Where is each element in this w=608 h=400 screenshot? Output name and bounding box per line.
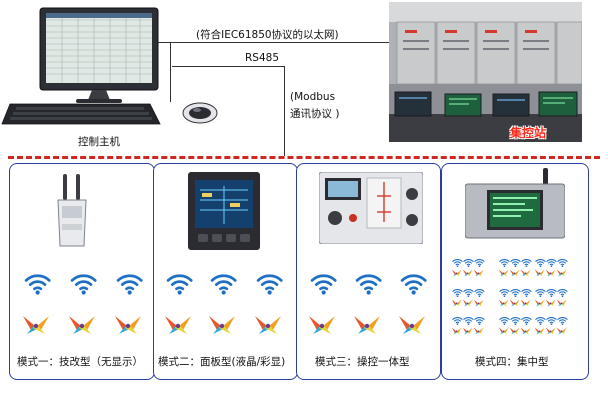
host-label: 控制主机 <box>78 136 120 148</box>
wireless-icon <box>463 252 474 267</box>
wireless-icon <box>210 272 237 295</box>
sensor-clip-icon <box>473 262 484 277</box>
wireless-icon <box>463 310 474 325</box>
rs485-drop-line <box>284 66 285 156</box>
sensor-clip-icon <box>556 262 567 277</box>
wireless-icon <box>463 282 474 297</box>
sensor-clip-icon <box>21 312 51 336</box>
wireless-icon <box>546 310 557 325</box>
rs485-line <box>172 66 284 67</box>
wireless-icon <box>452 282 463 297</box>
wireless-icon <box>474 282 485 297</box>
mode-1-label: 模式一：技改型（无显示） <box>17 356 143 368</box>
sensor-clip-icon <box>462 292 473 307</box>
sensor-clip-icon <box>545 292 556 307</box>
sensor-clip-icon <box>520 292 531 307</box>
wireless-icon <box>24 272 51 295</box>
sensor-clip-icon <box>520 262 531 277</box>
sensor-clip-icon <box>498 292 509 307</box>
sensor-clip-icon <box>307 312 337 336</box>
mode-panel-2 <box>153 163 298 380</box>
sensor-clip-icon <box>473 292 484 307</box>
wireless-icon <box>557 252 568 267</box>
sensor-clip-icon <box>509 320 520 335</box>
wireless-icon <box>116 272 143 295</box>
wireless-icon <box>521 310 532 325</box>
sensor-clip-icon <box>451 320 462 335</box>
bus-drop-line <box>170 42 171 102</box>
wireless-icon <box>474 252 485 267</box>
sensor-clip-icon <box>113 312 143 336</box>
wireless-icon <box>310 272 337 295</box>
sensor-clip-icon <box>163 312 193 336</box>
wireless-icon <box>400 272 427 295</box>
panel-display-icon <box>188 172 260 250</box>
wireless-icon <box>510 252 521 267</box>
wireless-icon <box>499 252 510 267</box>
sensor-clip-icon <box>352 312 382 336</box>
wireless-icon <box>510 282 521 297</box>
sensor-clip-icon <box>545 320 556 335</box>
sensor-clip-icon <box>451 292 462 307</box>
rs485-label: RS485 <box>245 52 280 64</box>
mode-panel-1 <box>9 163 155 380</box>
sensor-clip-icon <box>462 320 473 335</box>
sensor-clip-icon <box>253 312 283 336</box>
mode-3-label: 模式三：操控一体型 <box>315 356 410 368</box>
ethernet-line <box>158 42 390 43</box>
mode-2-label: 模式二：面板型(液晶/彩显) <box>158 356 286 368</box>
modbus-label-line2: 通讯协议 ) <box>290 108 340 120</box>
wireless-icon <box>499 310 510 325</box>
sensor-clip-icon <box>473 320 484 335</box>
wireless-icon <box>166 272 193 295</box>
wireless-icon <box>510 310 521 325</box>
wireless-icon <box>452 310 463 325</box>
handheld-transmitter-icon <box>57 174 87 247</box>
station-label: 集控站 <box>510 126 547 140</box>
sensor-clip-icon <box>397 312 427 336</box>
sensor-clip-icon <box>520 320 531 335</box>
wireless-icon <box>557 282 568 297</box>
wireless-icon <box>70 272 97 295</box>
control-host: 控制主机 <box>0 0 218 150</box>
wireless-icon <box>355 272 382 295</box>
wireless-icon <box>474 310 485 325</box>
wireless-icon <box>499 282 510 297</box>
sensor-clip-icon <box>451 262 462 277</box>
modbus-label-line1: (Modbus <box>290 91 336 103</box>
wireless-icon <box>521 282 532 297</box>
divider-dashed-line <box>8 156 600 159</box>
wireless-icon <box>546 252 557 267</box>
integrated-controller-icon <box>319 172 423 244</box>
sensor-clip-icon <box>498 320 509 335</box>
concentrator-display-icon <box>465 168 565 239</box>
wireless-icon <box>535 310 546 325</box>
wireless-icon <box>535 282 546 297</box>
mode-4-label: 模式四：集中型 <box>475 356 549 368</box>
wireless-icon <box>521 252 532 267</box>
control-station-photo <box>389 2 582 142</box>
ethernet-label: (符合IEC61850协议的以太网) <box>196 29 339 41</box>
wireless-icon <box>452 252 463 267</box>
sensor-clip-icon <box>509 262 520 277</box>
sensor-clip-icon <box>207 312 237 336</box>
sensor-clip-icon <box>509 292 520 307</box>
sensor-clip-icon <box>534 262 545 277</box>
sensor-clip-icon <box>534 292 545 307</box>
sensor-clip-icon <box>556 292 567 307</box>
wireless-icon <box>546 282 557 297</box>
sensor-clip-icon <box>67 312 97 336</box>
wireless-icon <box>535 252 546 267</box>
wireless-icon <box>557 310 568 325</box>
sensor-clip-icon <box>534 320 545 335</box>
mouse-icon <box>182 102 218 124</box>
sensor-clip-icon <box>498 262 509 277</box>
sensor-clip-icon <box>556 320 567 335</box>
desktop-computer-icon <box>1 7 161 125</box>
sensor-clip-icon <box>545 262 556 277</box>
wireless-icon <box>256 272 283 295</box>
mode-panel-3 <box>296 163 441 380</box>
sensor-clip-icon <box>462 262 473 277</box>
